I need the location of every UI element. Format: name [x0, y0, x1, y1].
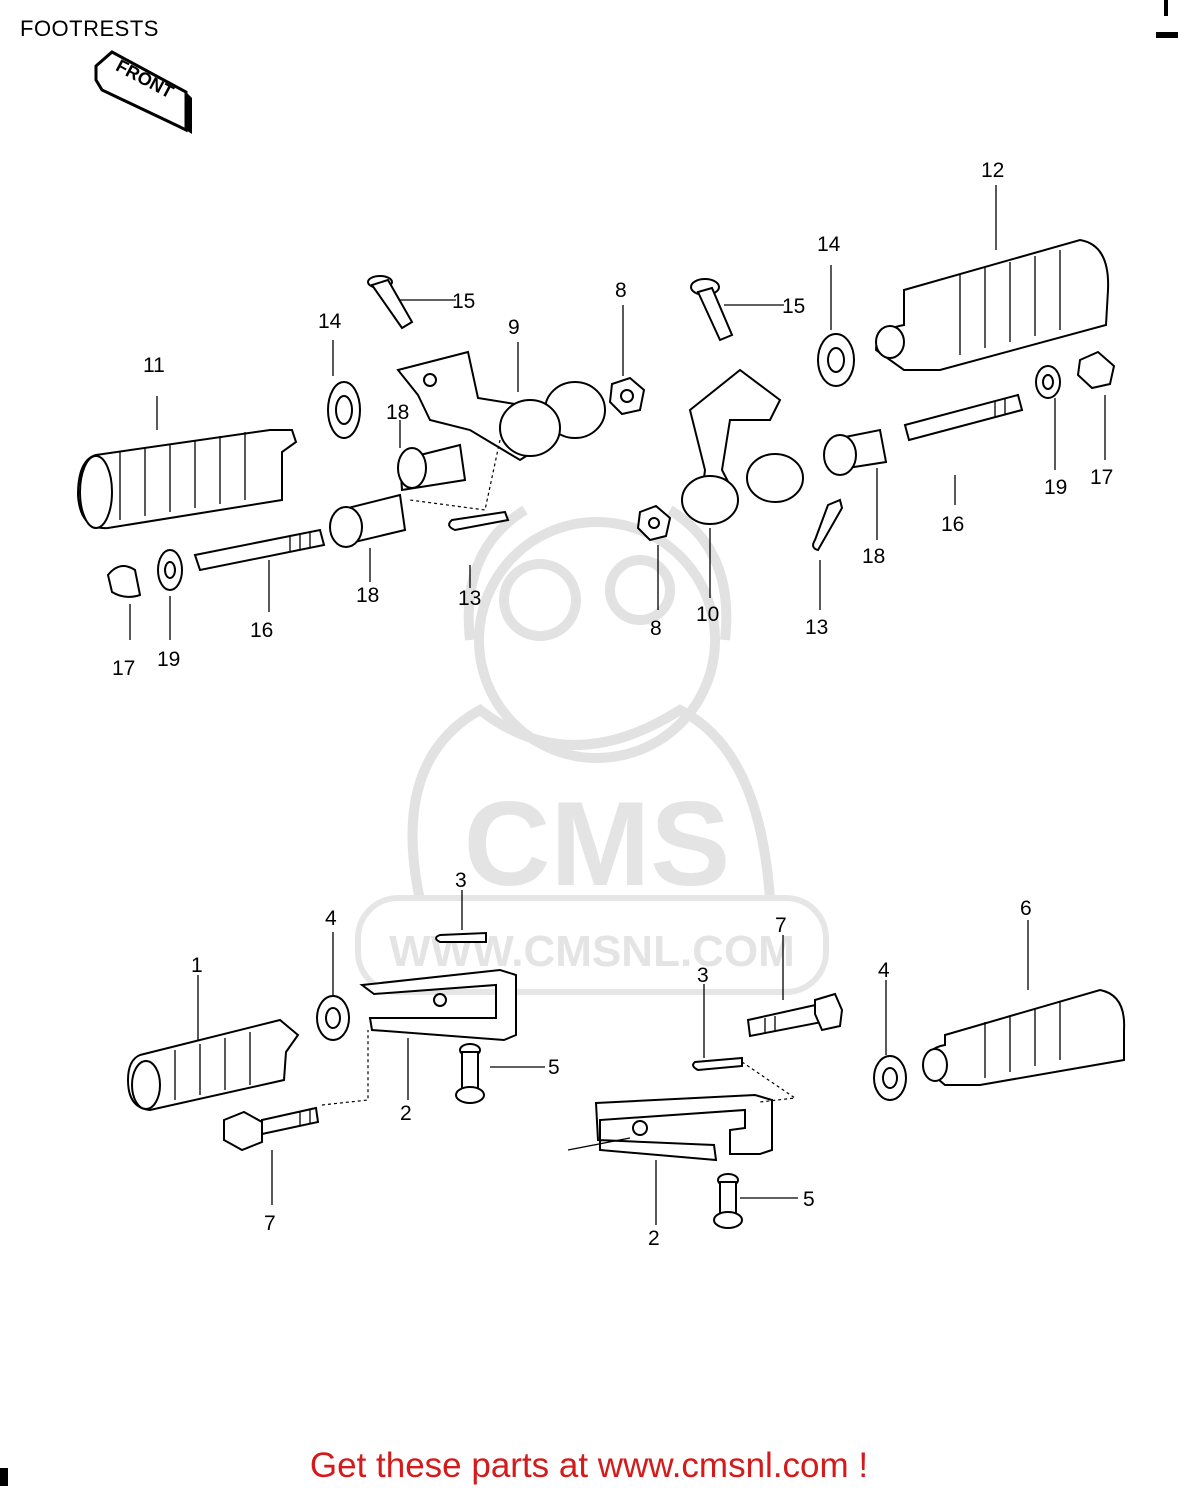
washer-19: [1035, 365, 1061, 399]
cap-nut-17: [106, 565, 142, 598]
callout-2: 2: [648, 1227, 660, 1250]
callout-14: 14: [318, 310, 342, 333]
callout-5: 5: [803, 1188, 815, 1211]
callout-1: 1: [191, 954, 203, 977]
footrest-bracket-9: [396, 350, 606, 462]
callout-8: 8: [650, 617, 662, 640]
callout-5: 5: [548, 1056, 560, 1079]
footrest-bracket-2: [594, 1093, 773, 1162]
watermark-logo: CMS WWW.CMSNL.COM: [355, 505, 829, 995]
callout-4: 4: [325, 907, 337, 930]
callout-7: 7: [264, 1212, 276, 1235]
footer-link-text[interactable]: Get these parts at www.cmsnl.com !: [309, 1446, 869, 1485]
edge-mark: [0, 1468, 8, 1486]
callout-19: 19: [1044, 476, 1067, 499]
pin-5: [455, 1043, 485, 1104]
washer-4: [873, 1055, 907, 1101]
callout-6: 6: [1020, 897, 1032, 920]
callout-18: 18: [386, 401, 409, 424]
callout-3: 3: [697, 964, 709, 987]
footpeg-6: [922, 988, 1126, 1086]
exploded-parts-diagram: CMS WWW.CMSNL.COM FRONT: [76, 50, 1126, 1250]
footpeg-12: [874, 238, 1110, 371]
cap-nut-17: [1076, 350, 1116, 390]
nut-8: [636, 504, 672, 542]
callout-17: 17: [112, 657, 135, 680]
pin-15: [367, 275, 414, 330]
pin-5: [713, 1173, 743, 1229]
callout-9: 9: [508, 316, 520, 339]
stud-16: [193, 528, 326, 572]
watermark-brand: CMS: [464, 777, 731, 911]
washer-14: [817, 333, 855, 387]
bolt-7: [746, 992, 844, 1038]
footpeg-11: [76, 429, 298, 530]
callout-15: 15: [782, 295, 805, 318]
callout-2: 2: [400, 1102, 412, 1125]
callout-7: 7: [775, 914, 787, 937]
stud-16: [903, 393, 1024, 442]
callout-4: 4: [878, 959, 890, 982]
callout-16: 16: [941, 513, 964, 536]
washer-14: [327, 381, 361, 439]
callout-3: 3: [455, 869, 467, 892]
callout-17: 17: [1090, 466, 1113, 489]
corner-mark: [1156, 0, 1178, 38]
callout-15: 15: [452, 290, 475, 313]
cotter-pin-13: [812, 498, 844, 552]
callout-12: 12: [981, 159, 1004, 182]
nut-8: [608, 376, 646, 416]
callout-labels: 11 14 15 9 8 18 18 13 16 19 17 12 14 15 …: [112, 159, 1113, 1250]
front-direction-arrow: FRONT: [94, 50, 192, 134]
callout-11: 11: [143, 354, 165, 377]
bushing-18: [823, 428, 888, 476]
bushing-18: [329, 493, 407, 548]
cotter-pin-3: [692, 1056, 743, 1072]
footpeg-1: [126, 1018, 300, 1112]
callout-14: 14: [817, 233, 841, 256]
pin-15: [690, 278, 734, 342]
washer-19: [157, 549, 183, 591]
washer-4: [316, 995, 350, 1041]
page-title: FOOTRESTS: [20, 16, 159, 41]
callout-18: 18: [356, 584, 379, 607]
cotter-pin-13: [448, 510, 510, 532]
cotter-pin-3: [435, 931, 487, 943]
callout-13: 13: [805, 616, 828, 639]
callout-10: 10: [696, 603, 719, 626]
callout-8: 8: [615, 279, 627, 302]
bushing-18: [397, 443, 467, 492]
footrest-bracket-10: [681, 368, 804, 525]
callout-16: 16: [250, 619, 273, 642]
bolt-7: [223, 1106, 320, 1152]
callout-19: 19: [157, 648, 180, 671]
footrest-bracket-2: [359, 968, 517, 1042]
callout-18: 18: [862, 545, 885, 568]
callout-13: 13: [458, 587, 481, 610]
